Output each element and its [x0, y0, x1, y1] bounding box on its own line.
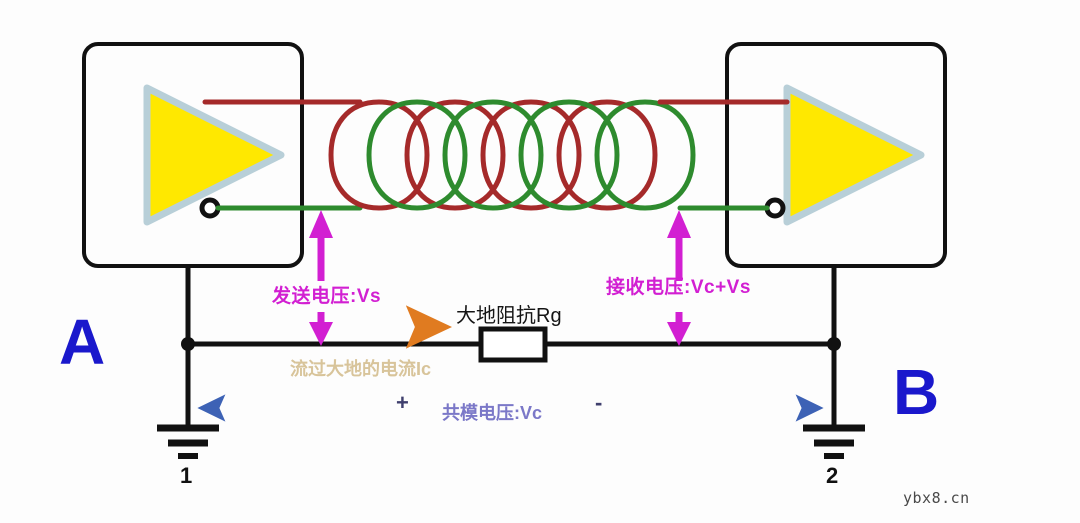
earth-current-label: 流过大地的电流Ic — [290, 359, 432, 379]
resistor-box-icon — [478, 326, 548, 363]
earth-ground-icon-1 — [157, 424, 219, 459]
device-box-a — [82, 42, 304, 268]
polarity-minus-label: - — [595, 390, 603, 415]
receive-voltage-label: 接收电压:Vc+Vs — [606, 277, 751, 298]
voltage-double-arrow-vs — [309, 210, 333, 346]
twist-red-loop-1 — [328, 99, 430, 211]
twist-green-loop-4 — [594, 99, 696, 211]
polarity-plus-label: + — [396, 390, 409, 415]
ground-impedance-label: 大地阻抗Rg — [456, 305, 562, 327]
device-letter-b: B — [893, 356, 940, 428]
common-mode-voltage-label: 共模电压:Vc — [442, 403, 543, 423]
twist-red-loop-4 — [556, 99, 658, 211]
voltage-double-arrow-vcvs — [667, 210, 691, 346]
twist-green-loop-1 — [366, 99, 468, 211]
buffer-amplifier-triangle-icon — [143, 84, 285, 226]
twist-green-loop-2 — [442, 99, 544, 211]
send-voltage-label: 发送电压:Vs — [272, 286, 382, 307]
ground-number-2: 2 — [826, 463, 839, 488]
buffer-amplifier-triangle-icon — [783, 84, 925, 226]
watermark-text: ybx8.cn — [903, 489, 970, 507]
device-letter-a: A — [59, 306, 106, 378]
ground-number-1: 1 — [180, 463, 193, 488]
twist-red-loop-3 — [480, 99, 582, 211]
device-box-b — [725, 42, 947, 268]
earth-ground-icon-2 — [803, 424, 865, 459]
twisted-pair-cable — [328, 99, 696, 211]
twist-green-loop-3 — [518, 99, 620, 211]
twist-red-loop-2 — [404, 99, 506, 211]
